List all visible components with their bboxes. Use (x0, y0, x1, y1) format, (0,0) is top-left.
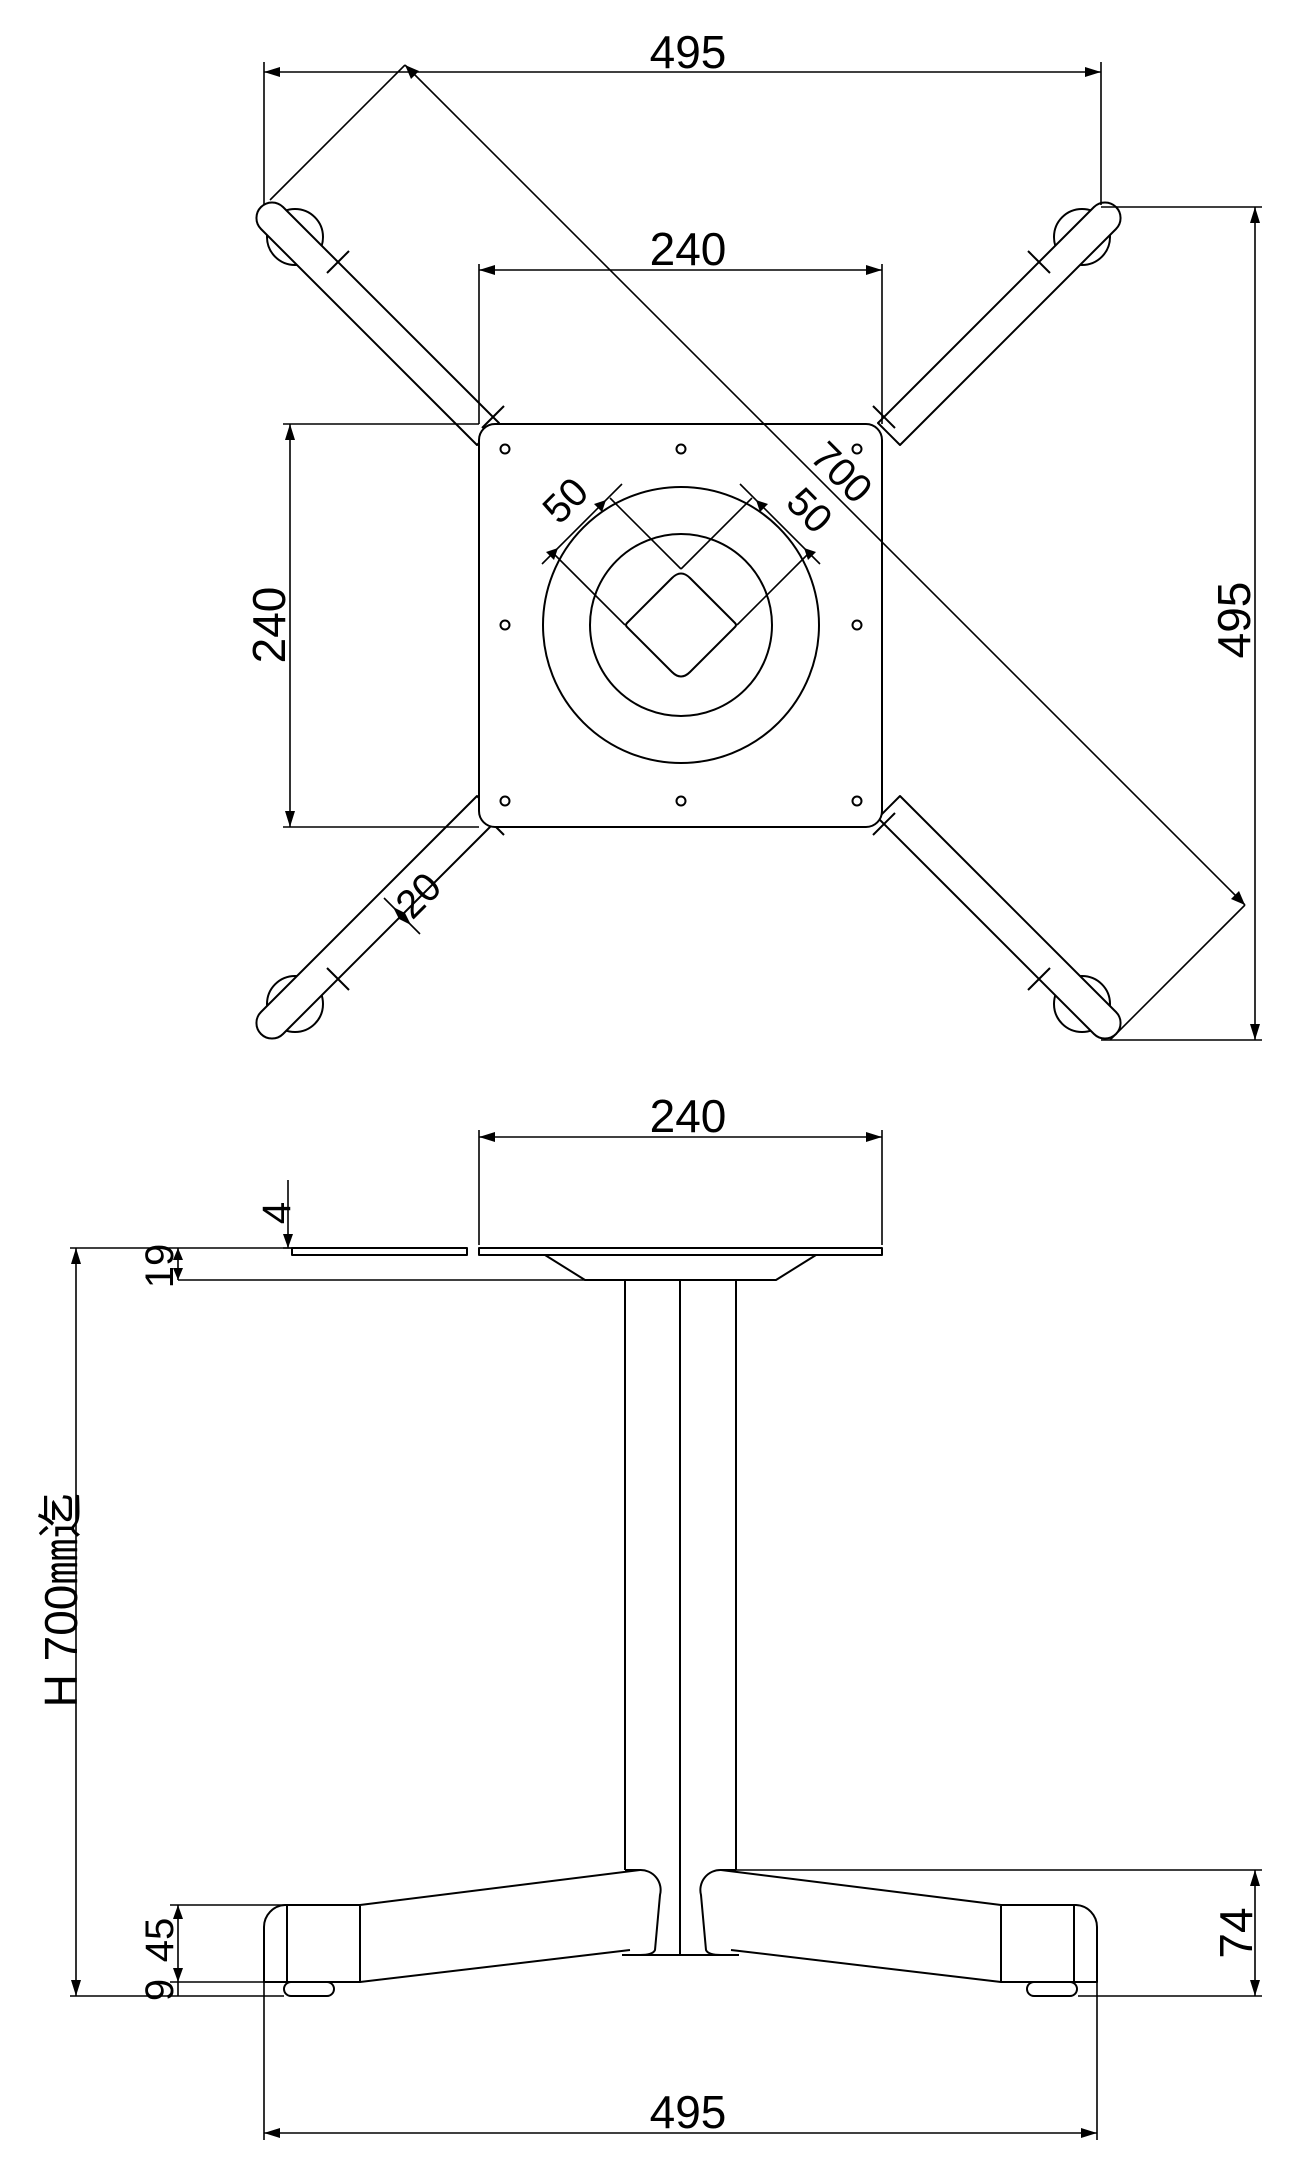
dim-elev-plate-thickness-label: 4 (255, 1202, 299, 1224)
dim-plan-height-label: 495 (1208, 582, 1260, 659)
plan-view: 50 50 700 20 (243, 26, 1262, 1041)
dim-elev-total-height: H 700㎜迄 (35, 1248, 87, 1996)
column-circle (589, 533, 773, 717)
elevation-base-left (262, 1868, 662, 1997)
elevation-column (624, 1280, 737, 1956)
dim-elev-plate-thickness: 4 (255, 1180, 467, 1249)
top-plate (478, 423, 883, 828)
dim-elev-base-width-label: 495 (650, 2086, 727, 2138)
dim-elev-glide-height: 9 (138, 1979, 182, 2001)
screw-holes (499, 443, 863, 807)
dim-elev-plate-width: 240 (478, 1090, 883, 1245)
dim-elev-foot-height: 45 (70, 1904, 285, 1997)
dim-elev-flange-height-label: 19 (138, 1244, 182, 1289)
dim-elev-base-width: 495 (263, 1982, 1098, 2140)
leg-upper-left (255, 201, 505, 446)
dim-plan-plate-height: 240 (243, 423, 479, 828)
leg-lower-right (872, 795, 1122, 1040)
flange-circle (542, 486, 820, 764)
dim-plan-plate-width: 240 (478, 223, 883, 424)
leg-upper-right (872, 201, 1122, 446)
elevation-plate (478, 1247, 883, 1256)
dim-elev-glide-height-label: 9 (138, 1979, 182, 2001)
elevation-base-right (699, 1868, 1099, 1997)
dim-elev-total-height-label: H 700㎜迄 (35, 1493, 87, 1708)
elevation-view: 240 4 19 H 700㎜迄 (35, 1090, 1262, 2140)
leg-lower-left (255, 795, 505, 1040)
elevation-flange (544, 1254, 817, 1281)
elevation-plate-left-stub (291, 1247, 468, 1256)
dim-elev-foot-height-label: 45 (138, 1918, 182, 1963)
dim-plan-height: 495 (1101, 206, 1262, 1041)
dim-plan-width-label: 495 (650, 26, 727, 78)
dim-plan-plate-width-label: 240 (650, 223, 727, 275)
dim-elev-flange-height: 19 (70, 1244, 585, 1289)
dim-plan-width: 495 (263, 26, 1102, 205)
dim-elev-leg-height: 74 (720, 1869, 1262, 1997)
dim-elev-plate-width-label: 240 (650, 1090, 727, 1142)
dim-elev-leg-height-label: 74 (1210, 1907, 1262, 1958)
column-square (625, 572, 737, 678)
dim-plan-plate-height-label: 240 (243, 587, 295, 664)
